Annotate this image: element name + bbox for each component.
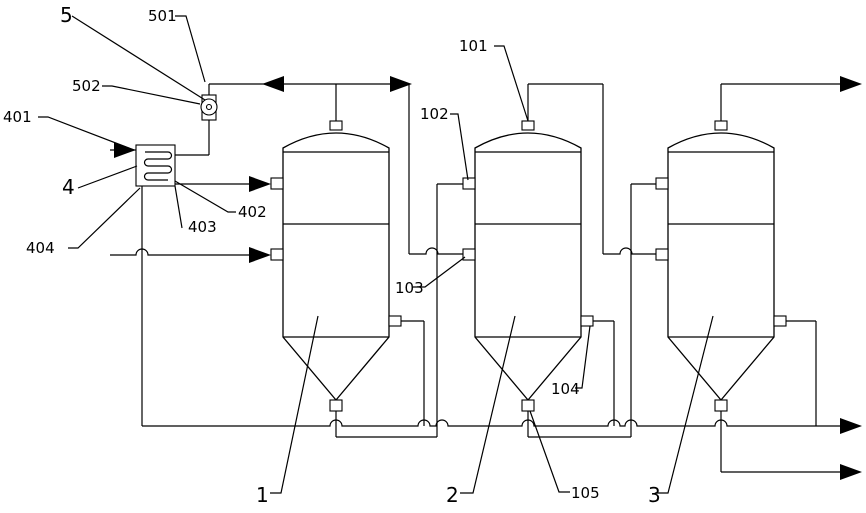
vessel-3-bottom-nozzle <box>714 399 728 412</box>
vessel-2 <box>462 120 594 412</box>
pump <box>200 94 218 121</box>
arrow-into-vessel-1-lower <box>249 247 271 263</box>
label-vessel-2: 2 <box>446 483 459 507</box>
vessel-1-upper-inlet-nozzle <box>270 177 284 190</box>
vessel-2-lower-inlet-nozzle <box>462 248 476 261</box>
label-101: 101 <box>459 37 488 55</box>
vessel-1 <box>270 120 402 412</box>
label-104: 104 <box>551 380 580 398</box>
vessel-3-upper-inlet-nozzle <box>655 177 669 190</box>
label-vessel-1: 1 <box>256 483 269 507</box>
label-502: 502 <box>72 77 101 95</box>
arrow-into-vessel-1-upper <box>249 176 271 192</box>
label-404: 404 <box>26 239 55 257</box>
vessel-3-top-nozzle <box>714 120 728 131</box>
vessel-1-lower-inlet-nozzle <box>270 248 284 261</box>
leader-lines <box>38 15 714 494</box>
label-402: 402 <box>238 203 267 221</box>
label-vessel-3: 3 <box>648 483 661 507</box>
arrow-bottom-product-out <box>840 464 862 480</box>
label-403: 403 <box>188 218 217 236</box>
arrow-left-top-header <box>262 76 284 92</box>
vessel-2-side-outlet-nozzle <box>580 315 594 327</box>
arrow-right-top-header <box>390 76 412 92</box>
labels: 5 501 502 401 4 404 402 403 101 102 103 … <box>3 3 661 507</box>
vessel-2-top-nozzle <box>521 120 535 131</box>
vessel-2-bottom-nozzle <box>521 399 535 412</box>
arrow-bottom-header-out <box>840 418 862 434</box>
arrow-top-product-out <box>840 76 862 92</box>
vessel-2-upper-inlet-nozzle <box>462 177 476 190</box>
label-103: 103 <box>395 279 424 297</box>
label-501: 501 <box>148 7 177 25</box>
label-105: 105 <box>571 484 600 502</box>
vessel-1-side-outlet-nozzle <box>388 315 402 327</box>
vessel-1-top-nozzle <box>329 120 343 131</box>
arrow-feed-into-heater <box>114 142 136 158</box>
vessel-1-bottom-nozzle <box>329 399 343 412</box>
heater-exchanger <box>135 144 176 187</box>
vessel-3-side-outlet-nozzle <box>773 315 787 327</box>
label-heater: 4 <box>62 175 75 199</box>
label-102: 102 <box>420 105 449 123</box>
flow-arrows <box>114 76 862 480</box>
vessel-3-lower-inlet-nozzle <box>655 248 669 261</box>
label-pump: 5 <box>60 3 73 27</box>
label-401: 401 <box>3 108 32 126</box>
vessel-3 <box>655 120 787 412</box>
